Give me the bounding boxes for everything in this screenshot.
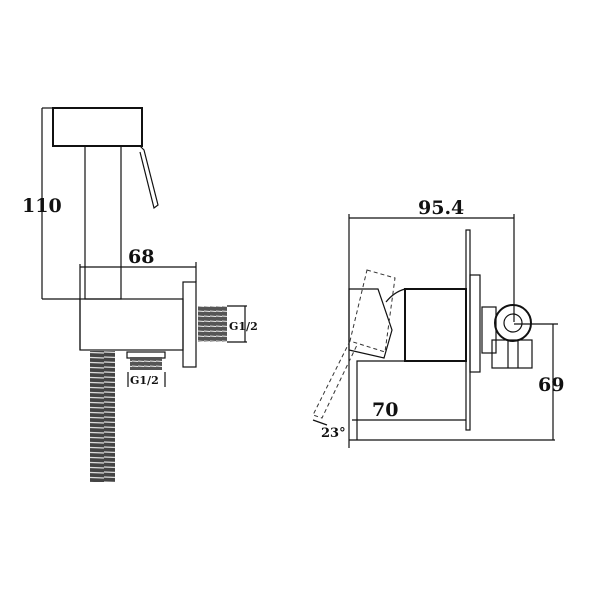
- angle-dim-label: 23°: [321, 426, 346, 441]
- lever-rotated-outline: [349, 269, 396, 353]
- height-dim-label: 110: [22, 195, 62, 217]
- lever-rotated-arm: [312, 340, 358, 419]
- inlet-thread: [130, 357, 162, 370]
- connector-base: [491, 339, 533, 369]
- hose: [90, 351, 115, 482]
- valve-flange: [469, 274, 481, 373]
- body-outline: [356, 360, 405, 440]
- connector-bore: [503, 313, 523, 333]
- valve-body: [404, 288, 467, 362]
- connector-ring: [494, 304, 532, 342]
- outlet-thread: [198, 306, 227, 342]
- height-dim-label: 69: [538, 374, 564, 396]
- spray-head: [52, 107, 143, 147]
- width-dim-label: 95.4: [418, 197, 464, 219]
- wall-flange: [182, 281, 197, 368]
- thread-bottom-label: G1/2: [130, 374, 159, 387]
- handle-stem: [84, 145, 122, 300]
- holder-body: [79, 298, 184, 351]
- depth-dim-label: 70: [372, 399, 398, 421]
- lever-handle: [348, 288, 393, 359]
- handle-curve: [385, 288, 406, 303]
- connector-block: [481, 306, 497, 354]
- angle-leader: [312, 419, 328, 426]
- depth-dim-label: 68: [128, 246, 154, 268]
- trigger-lever: [139, 145, 159, 210]
- shower-side-view: 110 68 G1/2 G1/2: [22, 107, 258, 482]
- thread-right-label: G1/2: [229, 320, 258, 333]
- valve-view: 95.4 70 69 23°: [312, 197, 564, 448]
